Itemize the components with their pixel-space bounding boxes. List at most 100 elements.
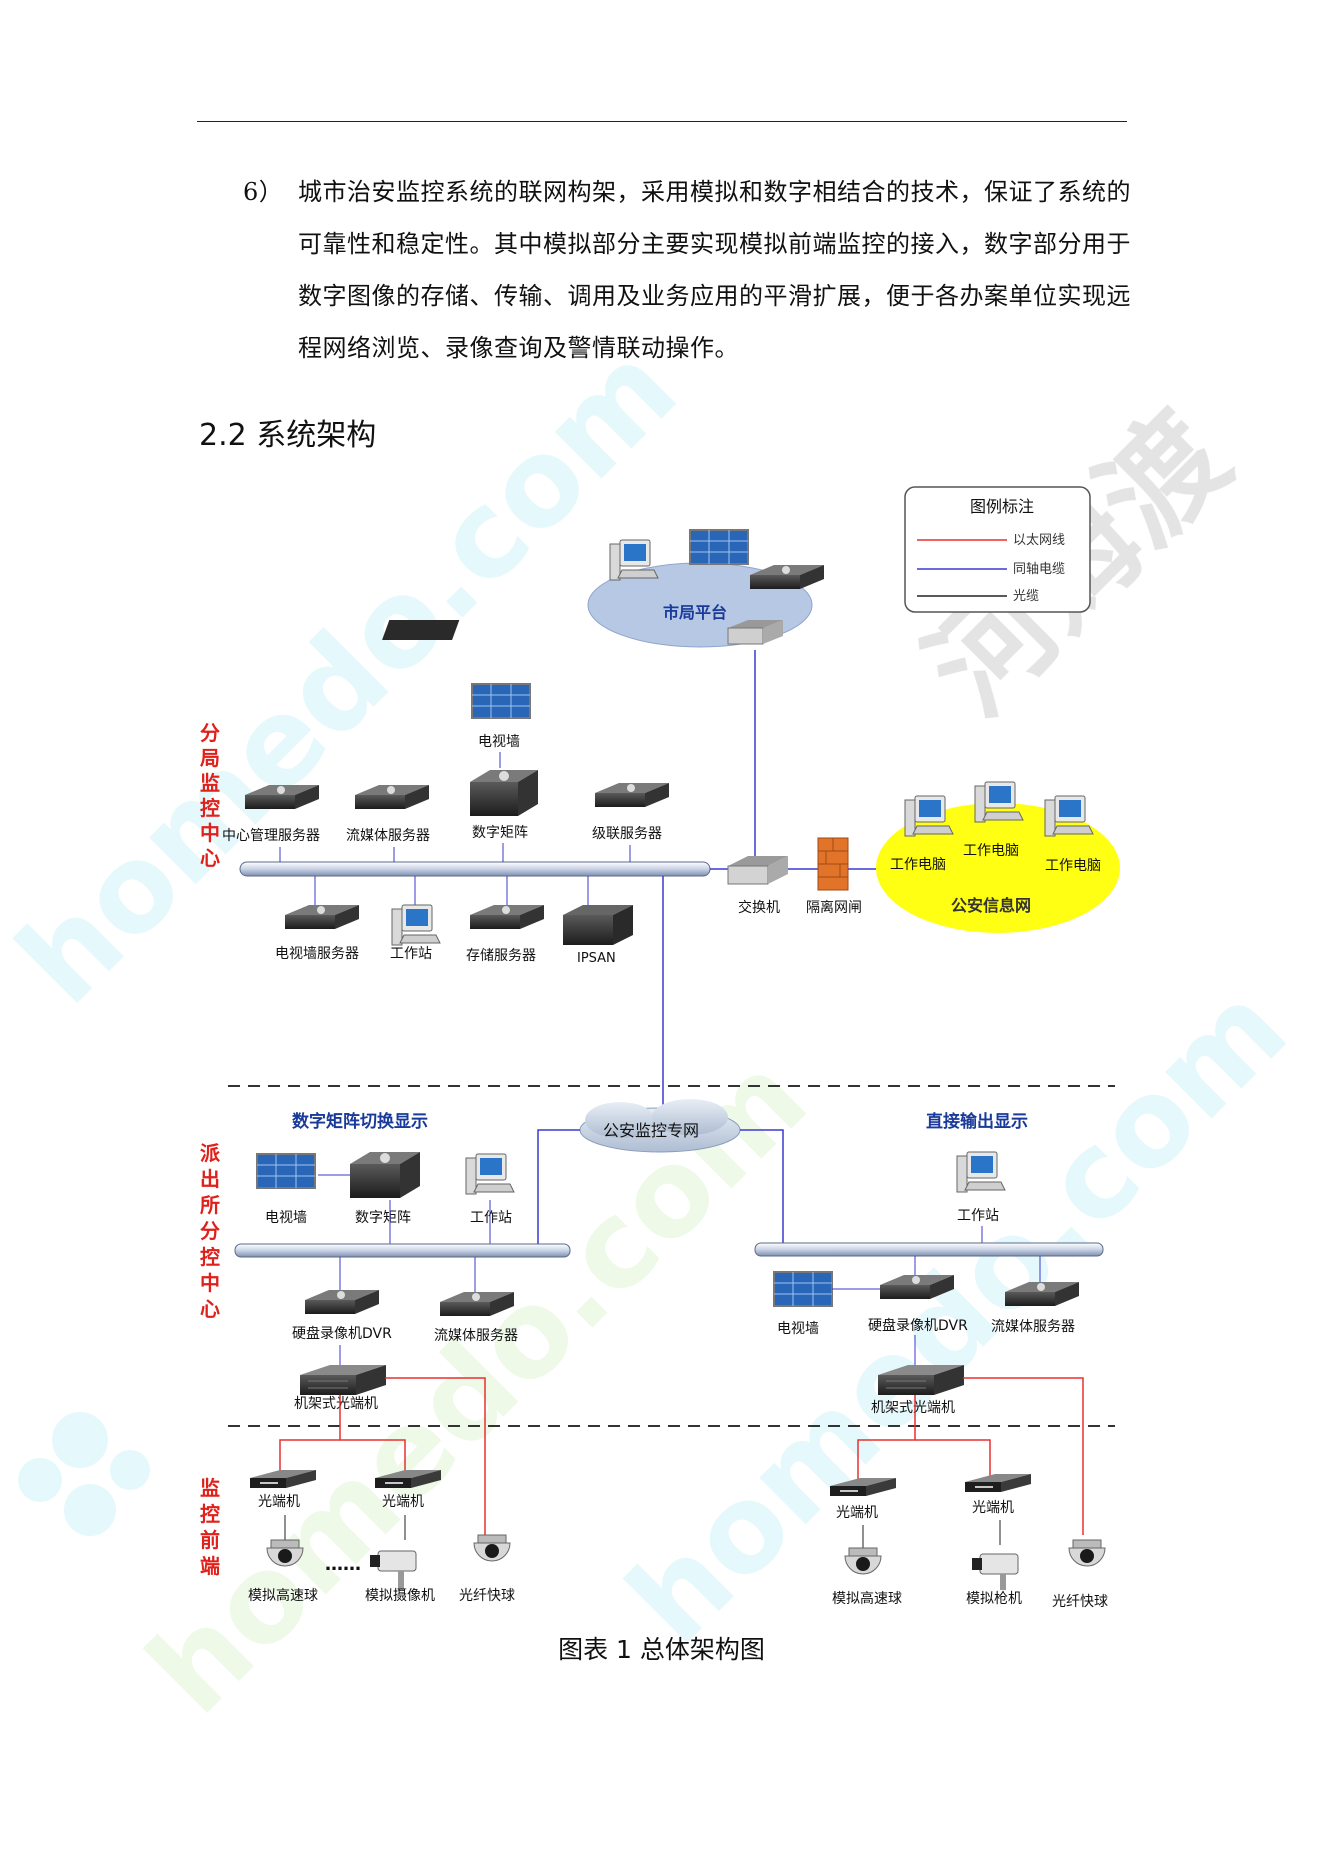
fe-left-fiber-dome-icon xyxy=(473,1534,511,1562)
st-left-dvr-icon xyxy=(305,1290,379,1314)
station-left-title: 数字矩阵切换显示 xyxy=(292,1111,428,1132)
branch-workstation-label: 工作站 xyxy=(390,946,432,962)
station-label-1: 出 xyxy=(200,1167,220,1191)
stream-server-label: 流媒体服务器 xyxy=(346,828,430,844)
ipsan-label: IPSAN xyxy=(577,951,616,966)
city-pc-icon xyxy=(609,539,659,581)
branch-tv-wall-label: 电视墙 xyxy=(478,734,520,750)
st-right-rack-label: 机架式光端机 xyxy=(871,1400,955,1416)
watermark-flower xyxy=(18,1412,150,1536)
branch-side-label: 分 局 监 控 中 心 xyxy=(199,721,220,870)
fe-left-camera-label: 模拟摄像机 xyxy=(365,1588,435,1604)
station-left-bus xyxy=(234,1243,571,1258)
watermark: homedo.com homedo.com homedo.com 河姆渡 xyxy=(0,319,1313,1740)
station-label-0: 派 xyxy=(200,1141,221,1165)
figure-caption: 图表 1 总体架构图 xyxy=(558,1635,765,1664)
center-mgmt-server-label: 中心管理服务器 xyxy=(222,828,320,844)
city-platform: 市局平台 xyxy=(382,529,824,648)
police-pc-2-icon xyxy=(974,781,1024,823)
section-heading: 2.2 系统架构 xyxy=(199,418,377,453)
switch-icon xyxy=(727,856,788,885)
fe-left-dome-label: 模拟高速球 xyxy=(248,1587,318,1604)
st-left-workstation-icon xyxy=(465,1153,515,1195)
st-left-dvr-label: 硬盘录像机DVR xyxy=(292,1325,392,1342)
city-keyboard-icon xyxy=(382,620,460,640)
st-right-tv-wall-label: 电视墙 xyxy=(777,1321,819,1337)
front-label-1: 控 xyxy=(200,1502,220,1526)
station-label-4: 控 xyxy=(200,1245,220,1269)
police-pc-1-label: 工作电脑 xyxy=(890,857,946,873)
tv-wall-server-icon xyxy=(285,905,359,929)
legend-title: 图例标注 xyxy=(970,497,1034,516)
stream-server-icon xyxy=(355,785,429,809)
cascade-server-label: 级联服务器 xyxy=(592,826,662,842)
st-left-workstation-label: 工作站 xyxy=(470,1210,512,1226)
fe-left-camera-icon xyxy=(370,1550,417,1591)
branch-label-1: 局 xyxy=(199,746,220,770)
police-pc-3-label: 工作电脑 xyxy=(1045,858,1101,874)
station-label-5: 中 xyxy=(200,1271,220,1295)
front-label-2: 前 xyxy=(200,1528,220,1552)
switch-label: 交换机 xyxy=(738,899,780,916)
station-label-3: 分 xyxy=(200,1219,220,1243)
station-right-title: 直接输出显示 xyxy=(926,1111,1028,1132)
fe-right-fiber-dome-label: 光纤快球 xyxy=(1052,1594,1108,1610)
fe-right-dome-label: 模拟高速球 xyxy=(832,1590,902,1607)
branch-bus xyxy=(239,861,711,877)
station-right-bus xyxy=(754,1242,1104,1257)
st-right-workstation-label: 工作站 xyxy=(957,1208,999,1224)
front-label-3: 端 xyxy=(200,1554,220,1578)
fe-left-optical-1-label: 光端机 xyxy=(258,1494,300,1510)
branch-label-4: 中 xyxy=(200,821,220,845)
st-right-workstation-icon xyxy=(956,1151,1006,1193)
st-left-matrix-label: 数字矩阵 xyxy=(355,1210,411,1226)
digital-matrix-label: 数字矩阵 xyxy=(472,825,528,841)
station-side-label: 派 出 所 分 控 中 心 xyxy=(200,1141,221,1321)
private-net-cloud: 公安监控专网 xyxy=(579,1099,741,1153)
st-left-stream-label: 流媒体服务器 xyxy=(434,1328,518,1344)
fe-left-fiber-dome-label: 光纤快球 xyxy=(459,1588,515,1604)
police-info-net: 工作电脑 工作电脑 工作电脑 公安信息网 xyxy=(876,781,1120,933)
fe-right-optical-1-label: 光端机 xyxy=(836,1505,878,1521)
storage-server-icon xyxy=(470,905,544,929)
branch-label-0: 分 xyxy=(200,721,220,745)
legend-ethernet: 以太网线 xyxy=(1013,533,1065,548)
fe-left-dots: …… xyxy=(325,1554,361,1575)
branch-label-5: 心 xyxy=(200,846,220,870)
header-rule xyxy=(197,121,1127,122)
city-platform-label: 市局平台 xyxy=(663,603,727,622)
police-pc-2-label: 工作电脑 xyxy=(963,843,1019,859)
fe-right-fiber-dome-icon xyxy=(1068,1539,1106,1567)
gateway-firewall-icon xyxy=(817,837,849,891)
city-server-icon xyxy=(750,565,824,589)
station-label-2: 所 xyxy=(200,1193,220,1217)
branch-workstation-icon xyxy=(391,904,441,946)
legend-coax: 同轴电缆 xyxy=(1013,561,1065,577)
st-left-matrix-icon xyxy=(350,1152,420,1198)
private-net-label: 公安监控专网 xyxy=(603,1121,699,1140)
station-label-6: 心 xyxy=(200,1297,220,1321)
paragraph-text: 城市治安监控系统的联网构架，采用模拟和数字相结合的技术，保证了系统的可靠性和稳定… xyxy=(298,178,1131,362)
fe-right-gun-icon xyxy=(972,1553,1019,1590)
cascade-server-icon xyxy=(595,783,669,807)
branch-label-3: 控 xyxy=(200,796,220,820)
fe-right-dome-icon xyxy=(844,1547,882,1575)
storage-server-label: 存储服务器 xyxy=(466,948,536,964)
st-left-tv-wall-label: 电视墙 xyxy=(265,1210,307,1226)
front-label-0: 监 xyxy=(200,1476,220,1500)
st-right-dvr-label: 硬盘录像机DVR xyxy=(868,1317,968,1334)
police-pc-3-icon xyxy=(1044,795,1094,837)
paragraph-6: 6） 城市治安监控系统的联网构架，采用模拟和数字相结合的技术，保证了系统的可靠性… xyxy=(243,166,1133,374)
legend: 图例标注 以太网线 同轴电缆 光缆 xyxy=(904,486,1091,613)
st-left-rack-label: 机架式光端机 xyxy=(294,1396,378,1412)
st-right-tv-wall-icon xyxy=(773,1271,833,1307)
paragraph-number: 6） xyxy=(243,178,284,206)
city-screen-icon xyxy=(689,529,749,565)
digital-matrix-icon xyxy=(470,770,538,816)
fe-right-gun-label: 模拟枪机 xyxy=(966,1590,1022,1607)
city-switch-icon xyxy=(727,620,783,645)
fe-right-optical-2-label: 光端机 xyxy=(972,1500,1014,1516)
st-right-stream-label: 流媒体服务器 xyxy=(991,1319,1075,1335)
gateway-label: 隔离网闸 xyxy=(806,899,862,916)
